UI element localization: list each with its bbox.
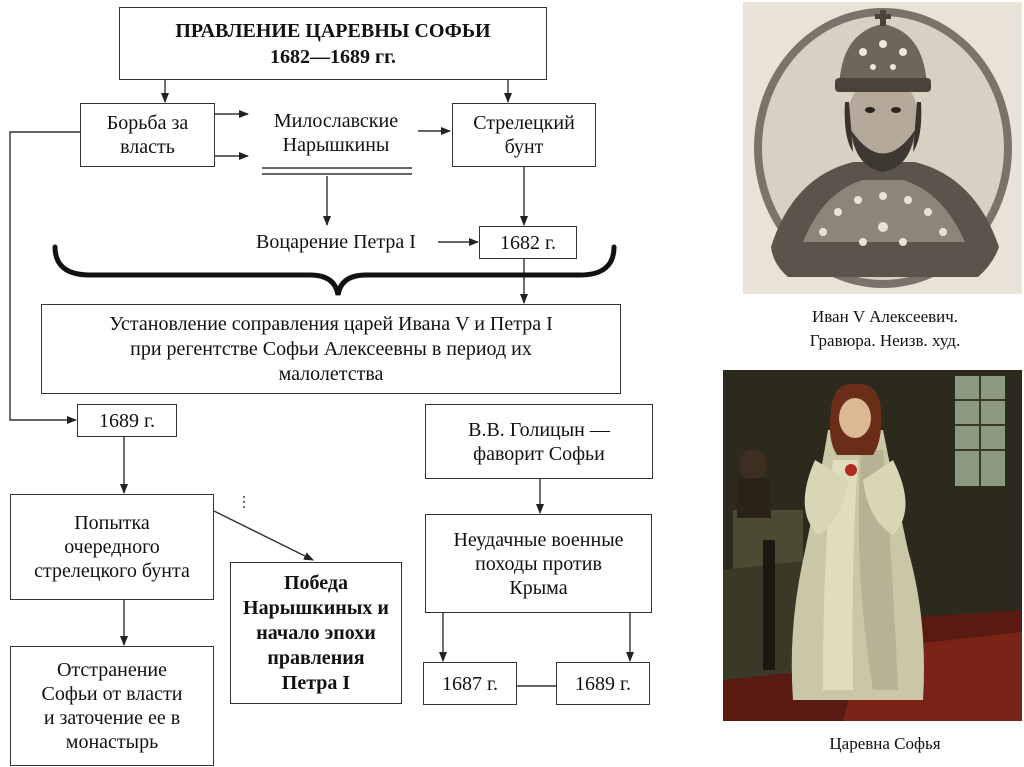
- year-1682-box: 1682 г.: [479, 226, 577, 259]
- sofia-caption: Царевна Софья: [760, 732, 1010, 756]
- year-1689-left-box: 1689 г.: [77, 404, 177, 437]
- year-1689-right-box: 1689 г.: [556, 662, 650, 705]
- victory-box: Победа Нарышкиных и начало эпохи правлен…: [230, 562, 402, 704]
- factions-text: Милославские Нарышкины: [252, 109, 420, 157]
- revolt-box: Стрелецкий бунт: [452, 103, 596, 167]
- removal-box: Отстранение Софьи от власти и заточение …: [10, 646, 214, 766]
- accession-text: Воцарение Петра I: [232, 230, 440, 254]
- year-1687-box: 1687 г.: [423, 662, 517, 705]
- ivan-portrait-image: [743, 2, 1022, 294]
- title-box: ПРАВЛЕНИЕ ЦАРЕВНЫ СОФЬИ 1682—1689 гг.: [119, 7, 547, 80]
- arrow-attempt-victory: [214, 511, 313, 560]
- sofia-painting-image: [723, 370, 1022, 721]
- attempt-box: Попытка очередного стрелецкого бунта: [10, 494, 214, 600]
- co-rule-box: Установление соправления царей Ивана V и…: [41, 304, 621, 394]
- ivan-caption: Иван V Алексеевич. Гравюра. Неизв. худ.: [760, 305, 1010, 353]
- campaigns-box: Неудачные военные походы против Крыма: [425, 514, 652, 613]
- struggle-box: Борьба за власть: [80, 103, 215, 167]
- golitsyn-box: В.В. Голицын — фаворит Софьи: [425, 404, 653, 479]
